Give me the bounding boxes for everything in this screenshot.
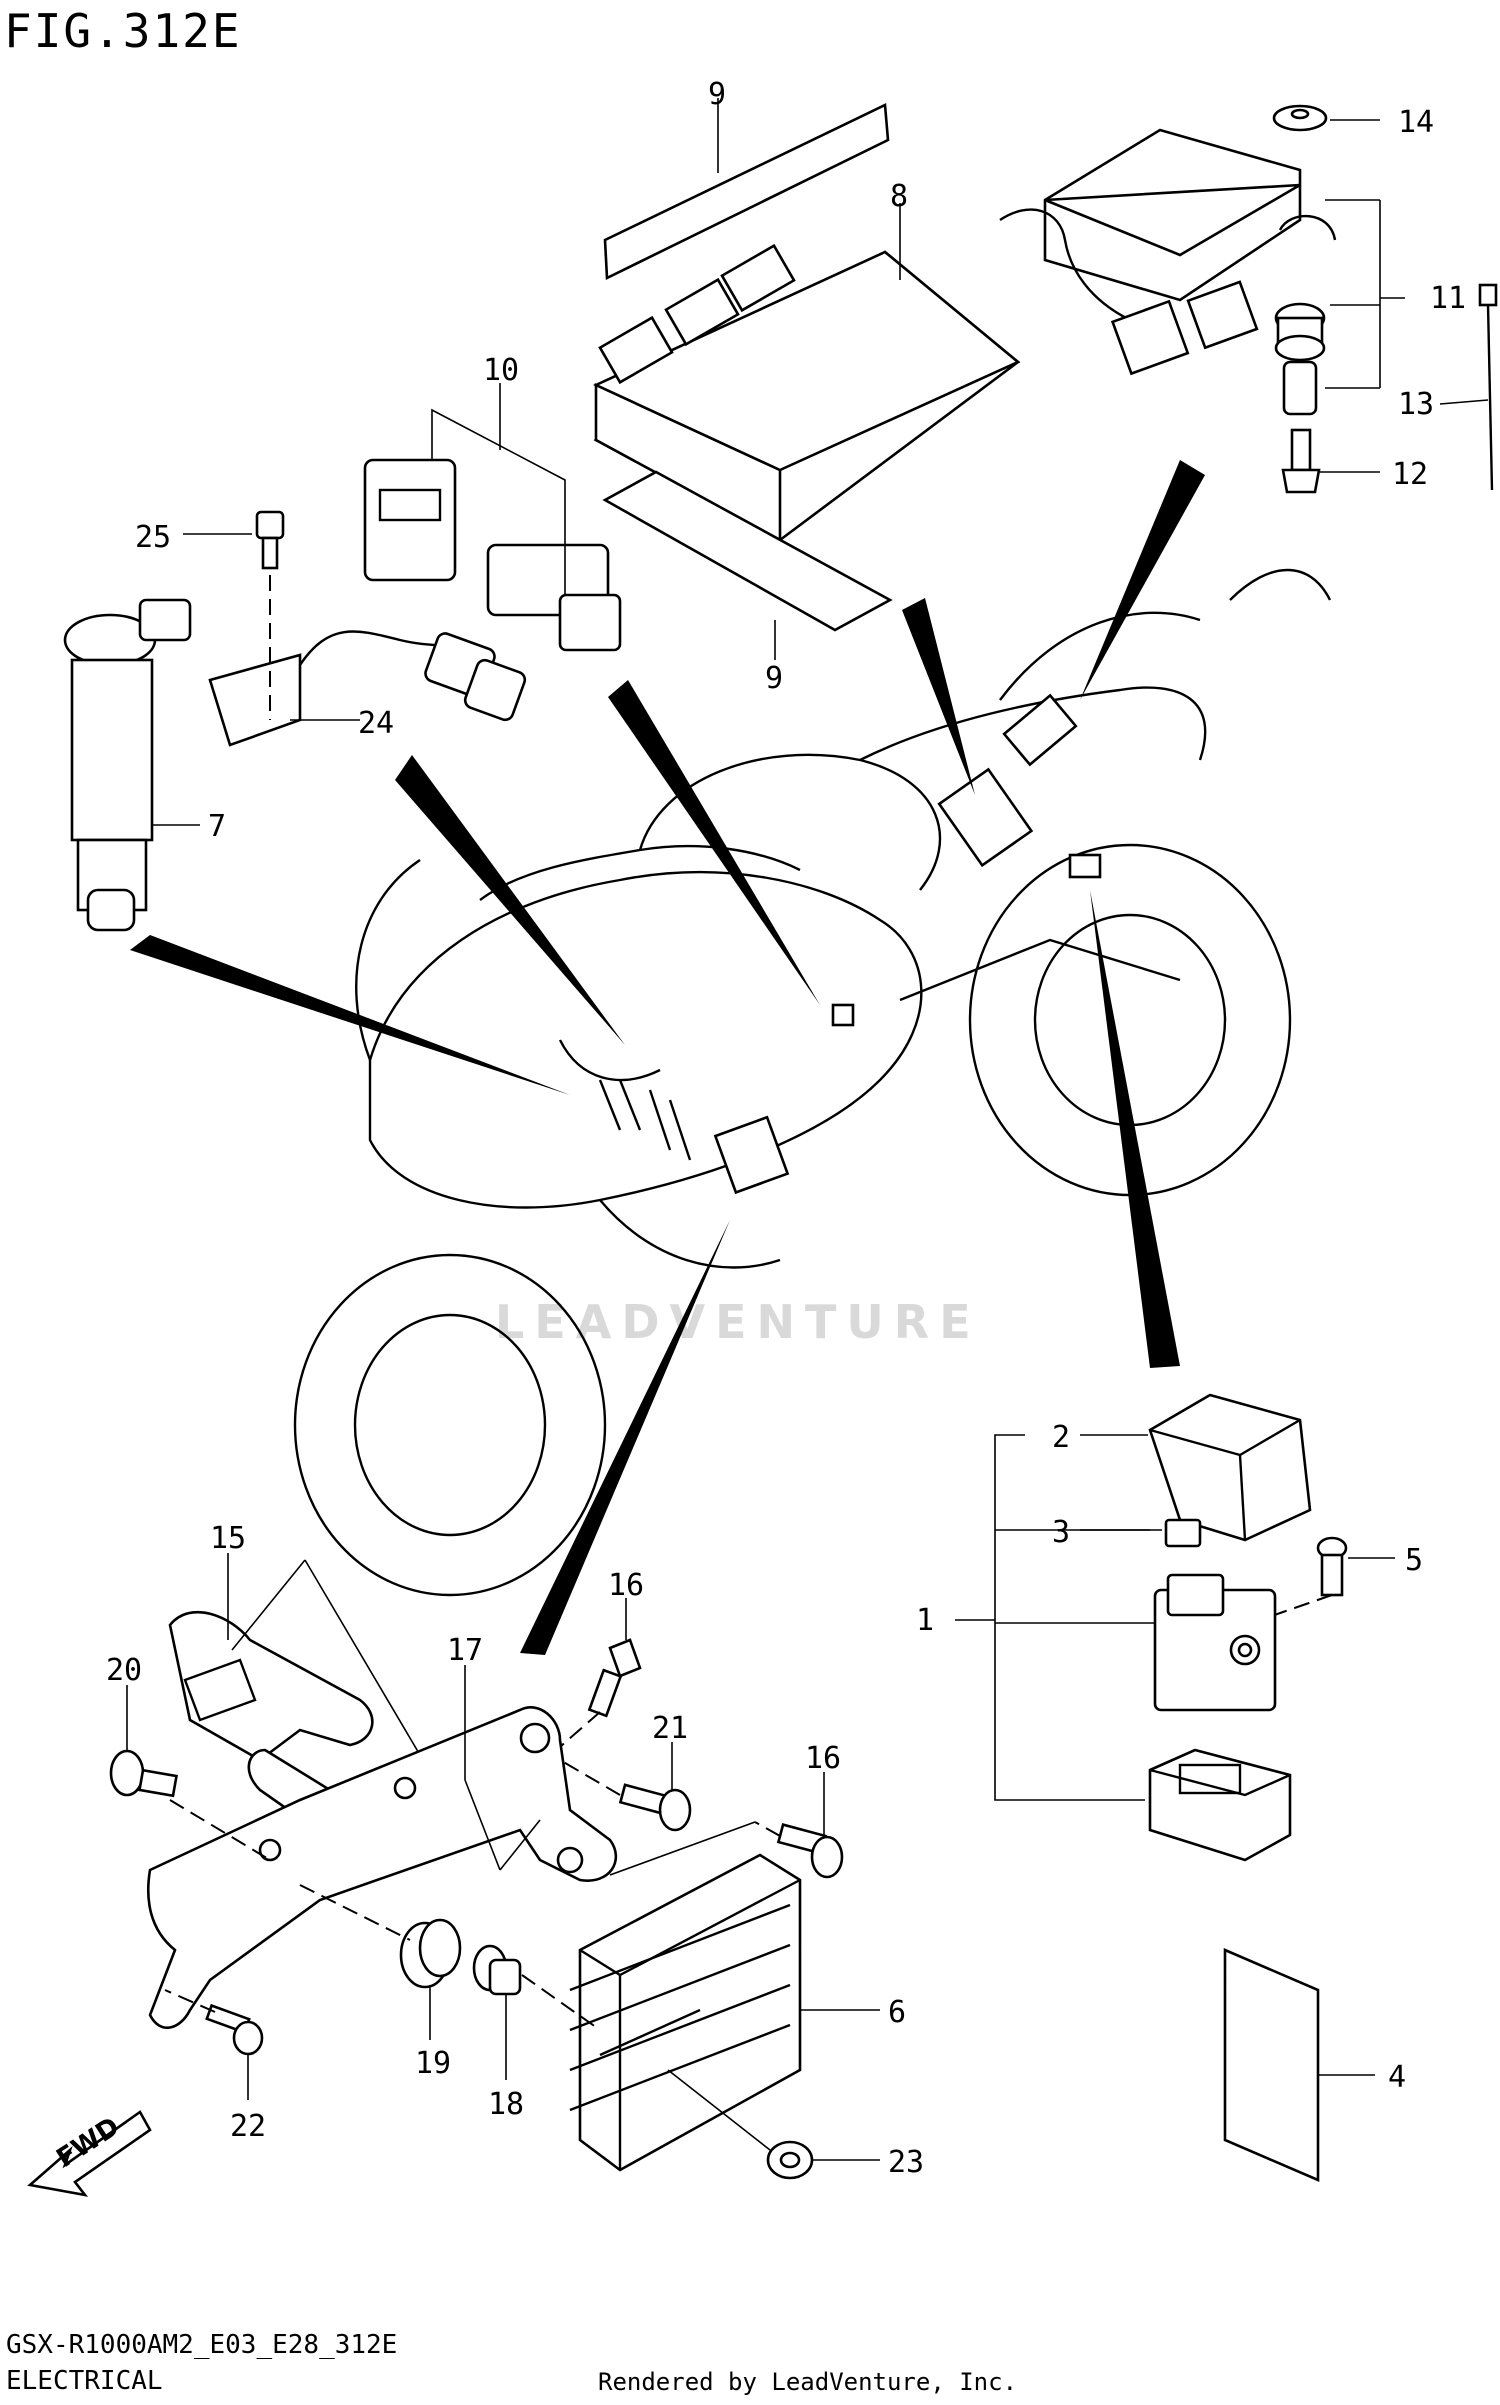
callout-19: 19	[415, 2046, 451, 2081]
callout-7: 7	[208, 809, 226, 844]
callout-18: 18	[488, 2087, 524, 2122]
callout-11: 11	[1430, 281, 1466, 316]
fwd-arrow: FWD	[27, 2110, 152, 2197]
callout-1: 1	[916, 1603, 934, 1638]
part-17-main-bracket	[146, 1706, 618, 2030]
part-10-connector-set	[363, 458, 622, 652]
callout-4: 4	[1388, 2060, 1406, 2095]
part-21-bolt	[618, 1783, 692, 1832]
callout-15: 15	[210, 1521, 246, 1556]
part-1-starter-relay	[1153, 1573, 1277, 1712]
part-8-ecu	[592, 243, 1021, 543]
part-16-bolt-right	[776, 1823, 844, 1879]
part-23-nut	[766, 2140, 814, 2180]
callout-6: 6	[888, 1995, 906, 2030]
part-1-relay-holder	[1148, 1748, 1292, 1862]
part-22-bolt	[205, 2003, 264, 2056]
part-2-relay-cover	[1148, 1393, 1312, 1542]
callout-16-upper: 16	[608, 1568, 644, 1603]
part-12-bolt	[1281, 428, 1321, 494]
callout-9-lower: 9	[765, 661, 783, 696]
callout-10: 10	[483, 353, 519, 388]
part-24-sensor	[208, 630, 527, 747]
part-4-pad	[1223, 1948, 1320, 2182]
part-25-bolt	[255, 510, 285, 570]
callout-24: 24	[358, 706, 394, 741]
callout-20: 20	[106, 1653, 142, 1688]
callout-21: 21	[652, 1711, 688, 1746]
model-code: GSX-R1000AM2_E03_E28_312E	[6, 2330, 398, 2360]
part-9-pad-lower	[602, 470, 893, 632]
callout-22: 22	[230, 2109, 266, 2144]
part-19-grommet	[399, 1918, 462, 1989]
part-7-ignition-coil	[63, 598, 192, 932]
callout-25: 25	[135, 520, 171, 555]
figure-title: FIG.312E	[4, 4, 242, 58]
callout-17: 17	[447, 1633, 483, 1668]
part-3-fuse	[1164, 1518, 1202, 1548]
part-5-screw	[1316, 1536, 1348, 1597]
callout-23: 23	[888, 2145, 924, 2180]
watermark: LEADVENTURE	[495, 1295, 981, 1349]
leader-pointers	[130, 460, 1205, 1655]
part-13-cable-tie	[1478, 283, 1498, 491]
section-title: ELECTRICAL	[6, 2366, 163, 2396]
render-credit: Rendered by LeadVenture, Inc.	[598, 2368, 1018, 2396]
callout-14: 14	[1398, 105, 1434, 140]
callout-9-upper: 9	[708, 77, 726, 112]
part-9-pad-upper	[603, 103, 890, 281]
part-20-bolt	[109, 1749, 178, 1798]
callout-2: 2	[1052, 1420, 1070, 1455]
callout-3: 3	[1052, 1515, 1070, 1550]
part-14-washer	[1272, 104, 1328, 132]
motorcycle-outline	[293, 568, 1332, 1597]
callout-8: 8	[890, 179, 908, 214]
part-16-bolt-upper	[587, 1638, 642, 1718]
callout-16-right: 16	[805, 1741, 841, 1776]
part-18-collar	[472, 1944, 522, 1996]
callout-12: 12	[1392, 457, 1428, 492]
part-6-regulator	[569, 1853, 802, 2172]
callout-5: 5	[1405, 1543, 1423, 1578]
part-11-bracket-assembly	[999, 128, 1337, 416]
callout-13: 13	[1398, 387, 1434, 422]
